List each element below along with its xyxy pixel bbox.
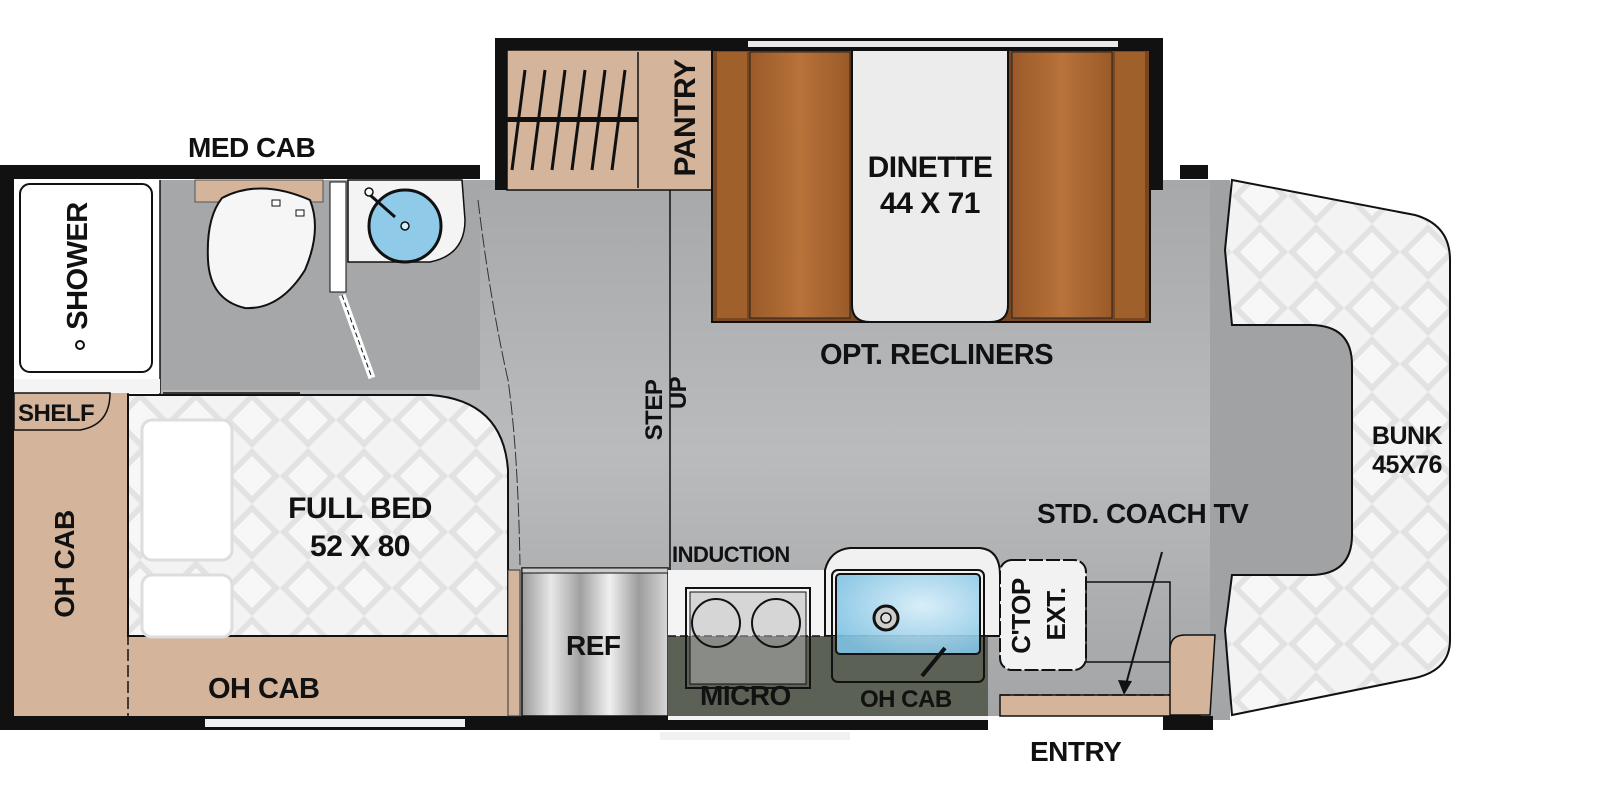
label-ext: EXT. <box>1041 587 1071 641</box>
shower <box>14 179 160 379</box>
label-std-coach-tv: STD. COACH TV <box>1037 498 1249 529</box>
label-shelf: SHELF <box>18 400 95 427</box>
label-dinette: DINETTE 44 X 71 <box>852 153 1008 219</box>
window-slide <box>748 41 1118 47</box>
full-bed <box>127 394 509 639</box>
label-entry: ENTRY <box>1030 736 1122 767</box>
bunk-title: BUNK <box>1371 422 1443 450</box>
label-micro: MICRO <box>700 680 791 711</box>
dinette-title: DINETTE <box>867 151 993 184</box>
toilet <box>206 187 316 310</box>
bunk-size: 45X76 <box>1372 451 1442 479</box>
label-shower: SHOWER <box>62 202 94 330</box>
label-oh-cab-bottom: OH CAB <box>208 673 320 705</box>
label-ref: REF <box>566 630 621 661</box>
full-bed-size: 52 X 80 <box>310 530 410 563</box>
dinette-size: 44 X 71 <box>880 187 980 220</box>
label-med-cab: MED CAB <box>188 132 316 163</box>
pillow <box>140 418 234 562</box>
window-bottom-left <box>205 719 465 727</box>
label-ctop: C'TOP <box>1006 578 1036 654</box>
label-full-bed: FULL BED 52 X 80 <box>270 494 450 562</box>
bunk <box>1223 178 1451 717</box>
label-up: UP <box>665 376 692 410</box>
kitchen-sink <box>831 569 985 683</box>
bath-sink <box>347 179 466 264</box>
shower-drain-icon <box>75 340 85 350</box>
label-oh-cab-side: OH CAB <box>49 510 80 618</box>
pantry <box>506 49 713 191</box>
entry-door-opening <box>988 716 1163 730</box>
full-bed-title: FULL BED <box>288 492 432 525</box>
label-oh-cab-kitchen: OH CAB <box>860 686 952 713</box>
window-bottom-kitchen <box>660 732 850 740</box>
label-opt-recliners: OPT. RECLINERS <box>820 339 1054 371</box>
pillow <box>140 573 234 639</box>
entry-step <box>999 581 1216 717</box>
label-pantry: PANTRY <box>669 59 702 177</box>
dinette <box>711 49 1151 323</box>
rear-cabinets <box>13 392 513 716</box>
refrigerator <box>521 567 669 717</box>
tv-arrow <box>1118 551 1163 695</box>
induction-cooktop <box>685 587 811 689</box>
label-induction: INDUCTION <box>672 542 790 567</box>
label-bunk: BUNK 45X76 <box>1352 424 1462 478</box>
bath-door <box>329 181 376 380</box>
